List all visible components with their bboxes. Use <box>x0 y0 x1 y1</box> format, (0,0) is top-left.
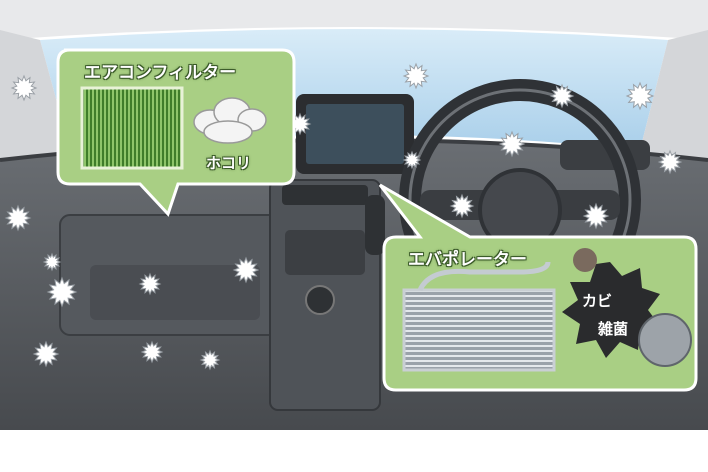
bacteria-label: 雑菌 <box>598 320 629 338</box>
mold-spot-icon <box>573 248 597 272</box>
evaporator-pipe <box>417 261 551 292</box>
dust-particle-icon <box>10 74 38 102</box>
dust-particle-icon <box>138 272 162 296</box>
dust-cloud-icon <box>193 97 267 144</box>
climate-knob <box>305 285 335 315</box>
air-filter-image <box>80 86 184 170</box>
dust-particle-icon <box>32 340 60 368</box>
dust-particle-icon <box>199 349 221 371</box>
gear-shifter <box>365 195 385 255</box>
bacteria-icon <box>638 313 692 367</box>
dust-particle-icon <box>4 204 32 232</box>
dust-particle-icon <box>46 276 78 308</box>
mold-label: カビ <box>582 292 613 310</box>
evaporator-title: エバポレーター <box>408 250 527 270</box>
glovebox-lower <box>90 265 260 320</box>
dust-particle-icon <box>232 256 260 284</box>
dust-particle-icon <box>582 202 610 230</box>
dust-particle-icon <box>657 149 683 175</box>
dust-particles <box>4 62 683 371</box>
nav-display-screen <box>306 104 404 164</box>
center-vent <box>282 185 368 205</box>
dust-particle-icon <box>549 83 575 109</box>
climate-panel <box>285 230 365 275</box>
dust-label: ホコリ <box>206 154 252 172</box>
dust-particle-icon <box>42 252 62 272</box>
air-filter-title: エアコンフィルター <box>84 63 237 83</box>
dust-particle-icon <box>402 150 422 170</box>
evaporator-image <box>402 288 556 372</box>
dust-particle-icon <box>140 340 164 364</box>
dust-particle-icon <box>449 193 475 219</box>
mold-germ-icon <box>562 262 660 358</box>
dust-particle-icon <box>402 62 430 90</box>
roof-frame <box>0 0 708 40</box>
dust-particle-icon <box>498 130 526 158</box>
dust-particle-icon <box>625 81 655 111</box>
